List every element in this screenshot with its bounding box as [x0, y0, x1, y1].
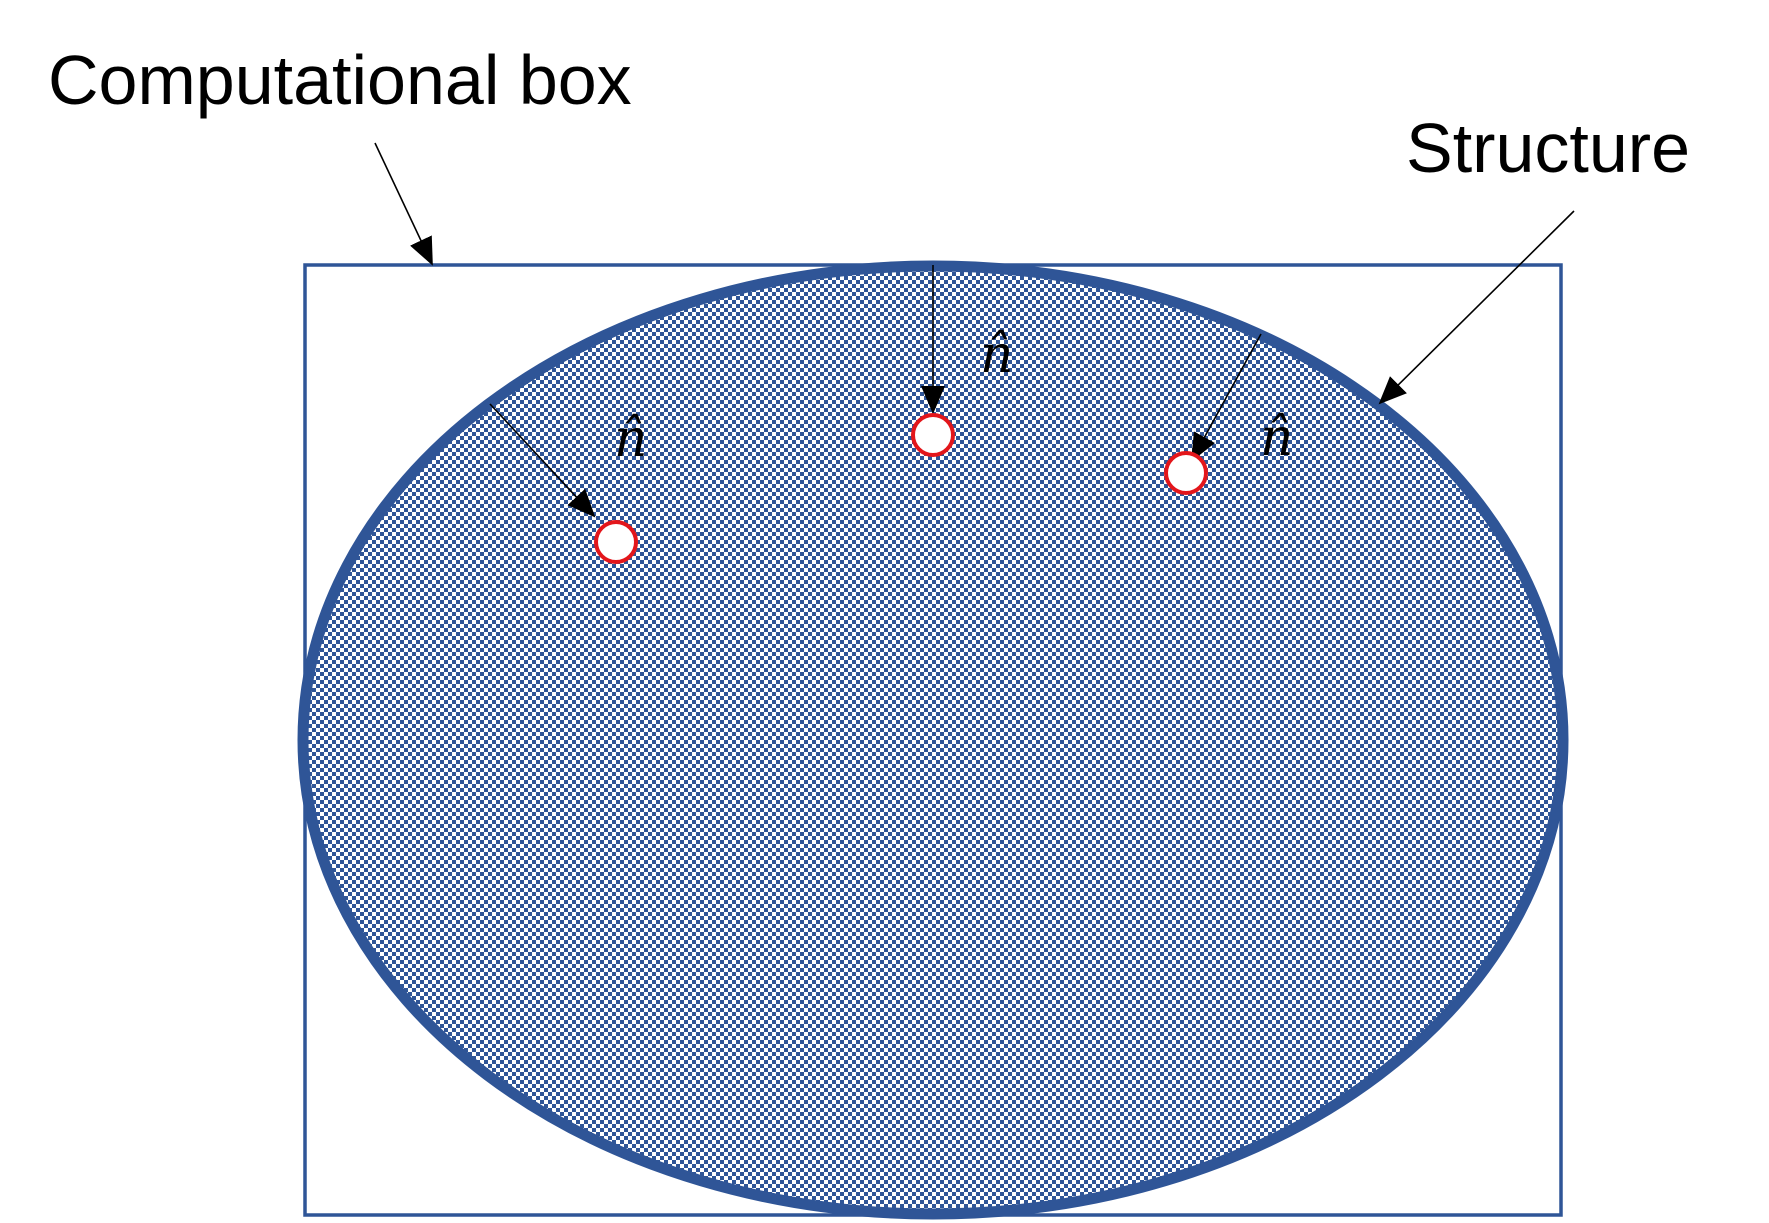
computational-box-leader-arrow [374, 142, 433, 266]
surface-point-marker-center [911, 413, 955, 457]
structure-label: Structure [1406, 109, 1690, 187]
normal-arrow-left [489, 403, 596, 518]
normal-symbol-right: n̂ [1260, 408, 1294, 468]
normal-symbol-center: n̂ [980, 325, 1014, 385]
surface-point-marker-left [594, 520, 638, 564]
surface-point-marker-right [1164, 451, 1208, 495]
normal-arrow-right [1191, 333, 1262, 462]
computational-box-label: Computational box [48, 41, 632, 119]
structure-leader-arrow [1378, 210, 1575, 405]
normal-symbol-left: n̂ [614, 409, 648, 469]
